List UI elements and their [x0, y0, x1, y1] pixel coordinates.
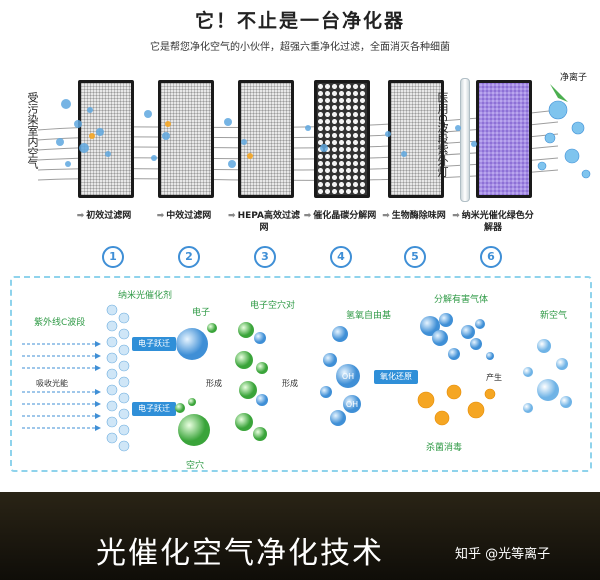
footer-banner	[0, 492, 600, 580]
nano-catalyst-label: 纳米光催化剂	[118, 291, 173, 301]
stage-label-5: ➡生物酶除味网	[382, 211, 446, 221]
filter-1-primary	[78, 80, 134, 198]
filter-2-medium	[158, 80, 214, 198]
page-subtitle: 它是帮您净化空气的小伙伴，超强六重净化过滤，全面消灭各种细菌	[150, 42, 450, 53]
redox-label: 氧化还原	[374, 370, 418, 384]
stage-number-2: 2	[178, 246, 200, 268]
electron-hole-pairs	[235, 322, 268, 441]
stage-number-1: 1	[102, 246, 124, 268]
filter-5-enzyme	[388, 80, 444, 198]
stage-number-3: 3	[254, 246, 276, 268]
page-title: 它！不止是一台净化器	[194, 10, 405, 32]
uv-lamp	[460, 78, 470, 202]
filter-6-photocatalyst	[476, 80, 532, 198]
electron-label: 电子	[192, 308, 211, 318]
stage-label-1: ➡初效过滤网	[76, 211, 132, 221]
new-air-label: 新空气	[540, 311, 568, 321]
clean-ion-label: 净离子	[560, 73, 588, 83]
source-watermark: 知乎 @光等离子	[455, 547, 551, 562]
stage-label-2: ➡中效过滤网	[156, 211, 212, 221]
new-air-bubbles	[523, 339, 572, 413]
produce-label: 产生	[486, 373, 502, 382]
footer-title: 光催化空气净化技术	[96, 536, 384, 571]
electron-jump-bottom: 电子跃迁	[132, 402, 176, 416]
clean-ion-output	[537, 84, 591, 179]
polluted-air-label: 受污染室内空气	[26, 92, 39, 169]
electron-jump-top: 电子跃迁	[132, 337, 176, 351]
stage-label-6: ➡纳米光催化绿色分解器	[452, 211, 534, 233]
stage-label-3: ➡HEPA高效过滤网	[228, 211, 300, 233]
pollutant-particles	[56, 99, 477, 168]
catalyst-layer	[106, 304, 130, 452]
uv-rays	[22, 341, 101, 431]
form-label-2: 形成	[282, 379, 298, 388]
sterilize-label: 杀菌消毒	[426, 443, 463, 453]
stage-number-4: 4	[330, 246, 352, 268]
photocatalysis-process-panel	[10, 276, 592, 472]
hydroxyl-radical-label: 氢氧自由基	[346, 311, 392, 321]
hydroxyl-radicals: OH OH	[320, 326, 361, 426]
uv-lamp-label: 医用C波段紫外灯	[436, 92, 449, 177]
decompose-gas-label: 分解有害气体	[434, 295, 489, 305]
electron-hole-spheres	[175, 323, 217, 446]
bacteria-particles	[417, 384, 496, 426]
filter-4-carbon	[314, 80, 370, 198]
oh-text-2: OH	[346, 400, 358, 409]
absorb-light-label: 吸收光能	[36, 379, 68, 388]
stage-number-6: 6	[480, 246, 502, 268]
filter-3-hepa	[238, 80, 294, 198]
form-label-1: 形成	[206, 379, 222, 388]
stage-label-4: ➡催化晶碳分解网	[303, 211, 377, 221]
electron-hole-pair-label: 电子空穴对	[250, 301, 296, 311]
oh-text-1: OH	[342, 372, 354, 381]
stage-number-5: 5	[404, 246, 426, 268]
uv-c-label: 紫外线C波段	[34, 318, 86, 328]
hole-label: 空穴	[186, 461, 205, 471]
decomposing-molecules	[420, 313, 494, 360]
